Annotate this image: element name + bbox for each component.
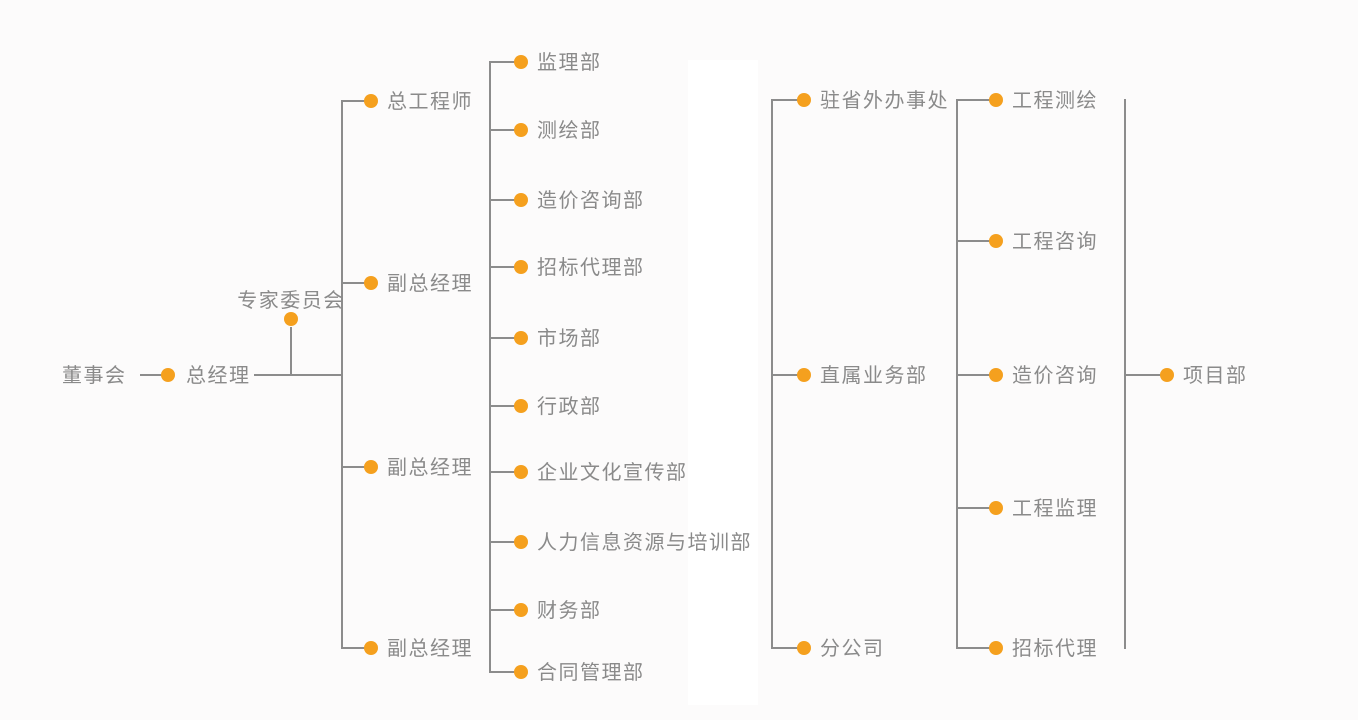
node-dot-branch-company	[797, 641, 811, 655]
connector-gm-to-trunk	[254, 374, 343, 376]
node-label-dept-contract: 合同管理部	[537, 660, 645, 684]
node-label-expert-committee: 专家委员会	[237, 288, 345, 312]
node-dot-unit-bidding	[989, 641, 1003, 655]
branch-dept-7	[490, 471, 515, 473]
node-label-direct-business-dept: 直属业务部	[820, 363, 928, 387]
node-dot-dept-hr-training	[514, 535, 528, 549]
node-label-board: 董事会	[62, 363, 127, 387]
branch-unit-2	[957, 240, 990, 242]
node-dot-unit-surveying	[989, 93, 1003, 107]
branch-project-dept	[1125, 374, 1161, 376]
node-dot-deputy-gm-3	[364, 641, 378, 655]
node-label-unit-supervision: 工程监理	[1012, 496, 1098, 520]
node-dot-dept-bidding-agency	[514, 260, 528, 274]
node-label-dept-supervision: 监理部	[537, 50, 602, 74]
node-label-dept-surveying: 测绘部	[537, 118, 602, 142]
node-dot-project-dept	[1160, 368, 1174, 382]
branch-dept-6	[490, 405, 515, 407]
node-dot-deputy-gm-2	[364, 460, 378, 474]
branch-office-outside	[772, 99, 798, 101]
branch-unit-5	[957, 647, 990, 649]
branch-chief-engineer	[342, 100, 365, 102]
trunk-executive	[341, 100, 343, 649]
node-dot-dept-cost-consulting	[514, 193, 528, 207]
connector-expert-committee	[290, 327, 292, 375]
branch-dept-3	[490, 199, 515, 201]
node-label-unit-consulting: 工程咨询	[1012, 229, 1098, 253]
node-label-unit-bidding: 招标代理	[1012, 636, 1098, 660]
node-dot-office-outside-province	[797, 93, 811, 107]
branch-dept-10	[490, 671, 515, 673]
node-label-deputy-gm-1: 副总经理	[387, 271, 473, 295]
node-dot-dept-surveying	[514, 123, 528, 137]
node-label-dept-cost-consulting: 造价咨询部	[537, 188, 645, 212]
node-dot-expert-committee	[284, 312, 298, 326]
node-dot-general-manager	[161, 368, 175, 382]
node-label-unit-cost: 造价咨询	[1012, 363, 1098, 387]
node-label-dept-bidding-agency: 招标代理部	[537, 255, 645, 279]
node-dot-chief-engineer	[364, 94, 378, 108]
branch-unit-3	[957, 374, 990, 376]
branch-unit-4	[957, 507, 990, 509]
branch-deputy-gm-3	[342, 647, 365, 649]
node-dot-deputy-gm-1	[364, 276, 378, 290]
branch-branch-company	[772, 647, 798, 649]
node-label-dept-administration: 行政部	[537, 394, 602, 418]
node-label-general-manager: 总经理	[186, 363, 251, 387]
trunk-departments	[489, 61, 491, 673]
node-label-dept-culture: 企业文化宣传部	[537, 460, 688, 484]
node-dot-direct-business-dept	[797, 368, 811, 382]
node-dot-unit-cost	[989, 368, 1003, 382]
branch-dept-9	[490, 609, 515, 611]
node-dot-dept-marketing	[514, 331, 528, 345]
node-label-dept-hr-training: 人力信息资源与培训部	[537, 530, 752, 554]
node-dot-dept-administration	[514, 399, 528, 413]
connector-board-to-gm	[140, 374, 162, 376]
branch-dept-2	[490, 129, 515, 131]
branch-dept-4	[490, 266, 515, 268]
branch-unit-1	[957, 99, 990, 101]
branch-direct-business	[772, 374, 798, 376]
node-dot-dept-culture	[514, 465, 528, 479]
branch-deputy-gm-1	[342, 282, 365, 284]
node-label-dept-marketing: 市场部	[537, 326, 602, 350]
node-dot-unit-consulting	[989, 234, 1003, 248]
node-dot-dept-finance	[514, 603, 528, 617]
node-label-deputy-gm-2: 副总经理	[387, 455, 473, 479]
node-label-deputy-gm-3: 副总经理	[387, 636, 473, 660]
node-label-office-outside-province: 驻省外办事处	[820, 88, 949, 112]
branch-dept-5	[490, 337, 515, 339]
branch-dept-8	[490, 541, 515, 543]
node-label-unit-surveying: 工程测绘	[1012, 88, 1098, 112]
node-dot-dept-contract	[514, 665, 528, 679]
node-label-branch-company: 分公司	[820, 636, 885, 660]
node-label-chief-engineer: 总工程师	[387, 89, 473, 113]
branch-dept-1	[490, 61, 515, 63]
node-dot-dept-supervision	[514, 55, 528, 69]
node-label-project-dept: 项目部	[1183, 363, 1248, 387]
node-label-dept-finance: 财务部	[537, 598, 602, 622]
branch-deputy-gm-2	[342, 466, 365, 468]
node-dot-unit-supervision	[989, 501, 1003, 515]
background-patch	[688, 60, 758, 705]
